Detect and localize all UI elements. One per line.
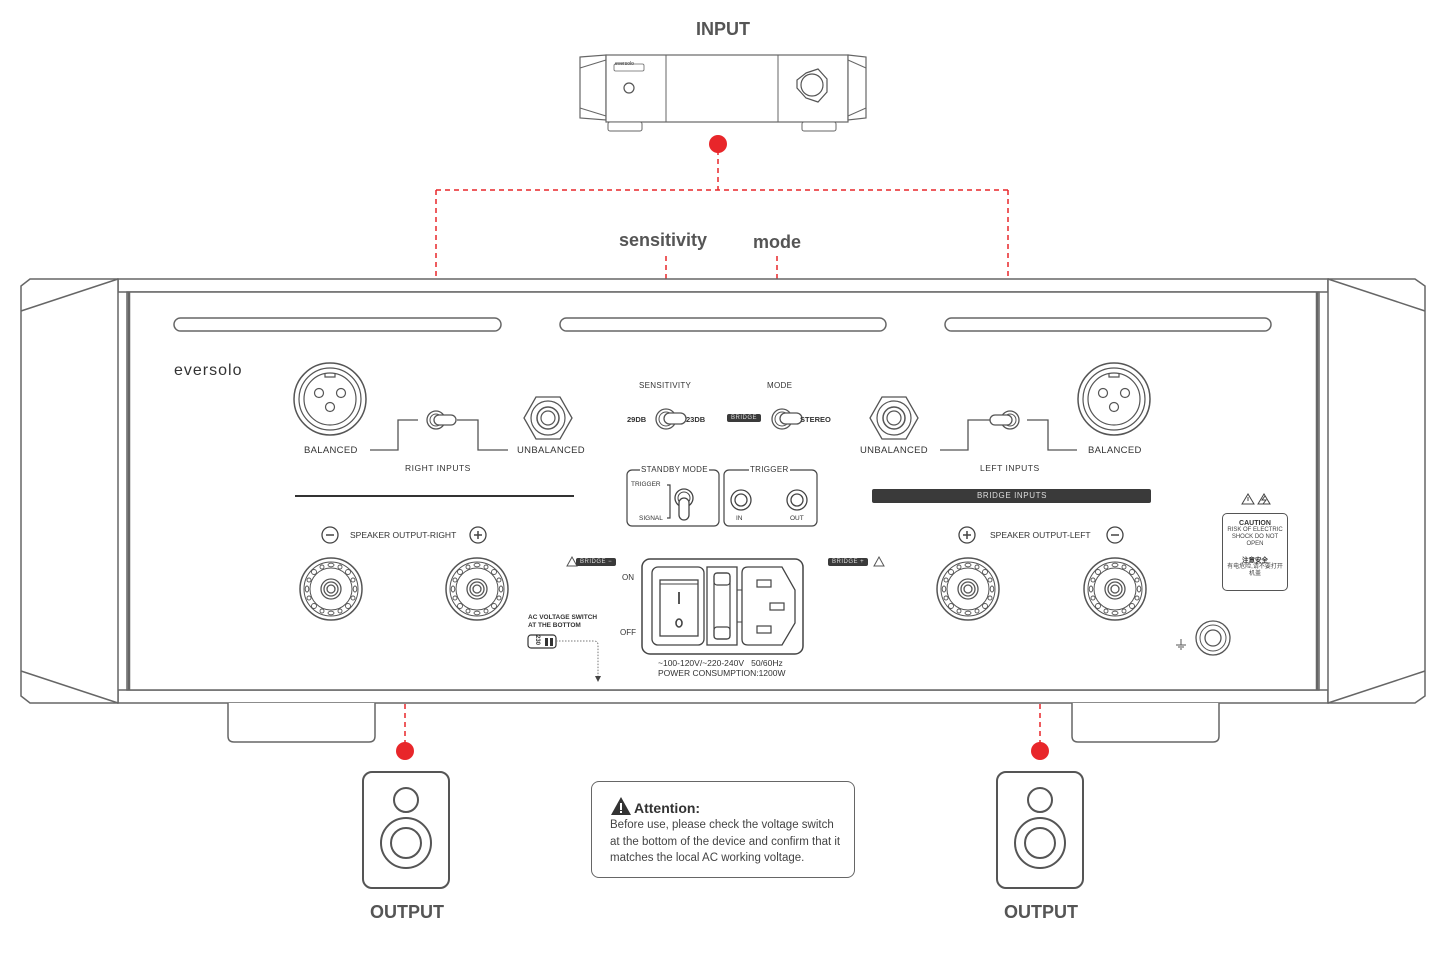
sensitivity-label: SENSITIVITY: [639, 381, 692, 390]
attention-title-row: Attention:: [610, 796, 700, 816]
mode-callout: mode: [753, 232, 802, 252]
minus-icon: [321, 526, 339, 544]
right-inputs-label: RIGHT INPUTS: [405, 463, 471, 473]
right-input-selector-switch[interactable]: [426, 410, 457, 430]
standby-mode-toggle[interactable]: [674, 488, 694, 521]
ac-voltage-switch-label-line1: AC VOLTAGE SWITCH: [528, 614, 598, 621]
output-right-label: OUTPUT: [370, 902, 444, 922]
caution-cn-text: 有电危险,请不要打开机盖: [1227, 564, 1283, 577]
right-unbalanced-label: UNBALANCED: [517, 445, 585, 456]
right-balanced-label: BALANCED: [304, 445, 358, 456]
source-logo-badge: [613, 63, 645, 72]
bridge-plus-tag: BRIDGE +: [828, 558, 869, 566]
speaker-output-left-group: [936, 526, 1147, 621]
bridge-inputs-label: BRIDGE INPUTS: [977, 491, 1048, 500]
source-device: [579, 54, 867, 132]
power-on-label: ON: [622, 573, 634, 582]
output-speaker-right-icon: [362, 771, 450, 889]
caution-cn-title: 注意安全: [1242, 557, 1268, 564]
sensitivity-29db-label: 29DB: [627, 415, 647, 424]
power-rocker-switch[interactable]: [659, 579, 699, 637]
power-spec-consumption: POWER CONSUMPTION:1200W: [658, 668, 786, 678]
mode-label: MODE: [767, 381, 793, 390]
plus-icon: [958, 526, 976, 544]
speaker-output-right-group: [299, 526, 509, 621]
left-inputs-group: [869, 362, 1151, 451]
attention-title: Attention:: [634, 800, 701, 816]
mode-bridge-label: BRIDGE: [727, 414, 762, 422]
source-volume-knob: [796, 68, 828, 103]
fuse-holder[interactable]: [706, 566, 742, 646]
sensitivity-23db-label: 23DB: [686, 415, 706, 424]
left-input-selector-switch[interactable]: [989, 410, 1020, 430]
caution-text: RISK OF ELECTRIC SHOCK DO NOT OPEN: [1227, 527, 1283, 547]
trigger-out-jack[interactable]: [786, 489, 808, 511]
left-inputs-label: LEFT INPUTS: [980, 463, 1040, 473]
output-left-connection-dot: [1031, 742, 1049, 760]
plus-icon: [469, 526, 487, 544]
standby-bracket: [667, 484, 671, 519]
iec-power-inlet[interactable]: [741, 566, 796, 646]
warning-triangle-icon: [566, 555, 578, 567]
input-title: INPUT: [696, 19, 750, 39]
speaker-output-left-label: SPEAKER OUTPUT-LEFT: [990, 530, 1091, 540]
source-logo: eversolo: [615, 61, 634, 67]
amplifier-logo: eversolo: [174, 362, 243, 379]
connection-dots: [396, 135, 1049, 760]
trigger-in-jack[interactable]: [730, 489, 752, 511]
ac-voltage-switch[interactable]: [527, 634, 557, 649]
bridge-inputs-bar: [872, 489, 1151, 503]
left-balanced-label: BALANCED: [1088, 445, 1142, 456]
standby-mode-label: STANDBY MODE: [640, 465, 709, 474]
speaker-output-right-label: SPEAKER OUTPUT-RIGHT: [350, 530, 457, 540]
electric-hazard-icon: [1257, 493, 1271, 505]
caution-title: CAUTION: [1239, 520, 1271, 527]
sensitivity-callout: sensitivity: [619, 230, 708, 250]
trigger-out-label: OUT: [790, 515, 804, 522]
standby-trigger-option: TRIGGER: [631, 481, 661, 488]
ac-voltage-switch-label-line2: AT THE BOTTOM: [528, 622, 581, 629]
mode-toggle[interactable]: [771, 408, 803, 430]
ac-voltage-value: 230: [534, 635, 540, 646]
output-right-connection-dot: [396, 742, 414, 760]
caution-label: CAUTION RISK OF ELECTRIC SHOCK DO NOT OP…: [1222, 513, 1288, 591]
left-unbalanced-label: UNBALANCED: [860, 445, 928, 456]
trigger-label: TRIGGER: [749, 465, 790, 474]
power-off-label: OFF: [620, 628, 636, 637]
attention-body: Before use, please check the voltage swi…: [610, 819, 841, 864]
warning-icon: [611, 797, 631, 815]
sensitivity-toggle[interactable]: [655, 408, 687, 430]
power-spec-voltage: ~100-120V/~220-240V 50/60Hz: [658, 658, 783, 668]
output-speaker-left-icon: [996, 771, 1084, 889]
output-left-label: OUTPUT: [1004, 902, 1078, 922]
input-connection-dot: [709, 135, 727, 153]
warning-triangle-icon: [873, 555, 885, 567]
trigger-in-label: IN: [736, 515, 743, 522]
standby-signal-option: SIGNAL: [639, 515, 663, 522]
minus-icon: [1106, 526, 1124, 544]
right-inputs-group: [293, 362, 573, 451]
source-power-button: [623, 82, 635, 94]
warning-triangle-icon: [1241, 493, 1255, 505]
bridge-minus-tag: BRIDGE −: [576, 558, 617, 566]
ground-terminal[interactable]: [1195, 620, 1231, 656]
power-module: [641, 558, 804, 655]
ground-icon: [1176, 639, 1186, 650]
attention-notice: Attention: Before use, please check the …: [591, 781, 855, 878]
arrow-down-icon: [595, 676, 601, 682]
mode-stereo-label: STEREO: [800, 415, 831, 424]
